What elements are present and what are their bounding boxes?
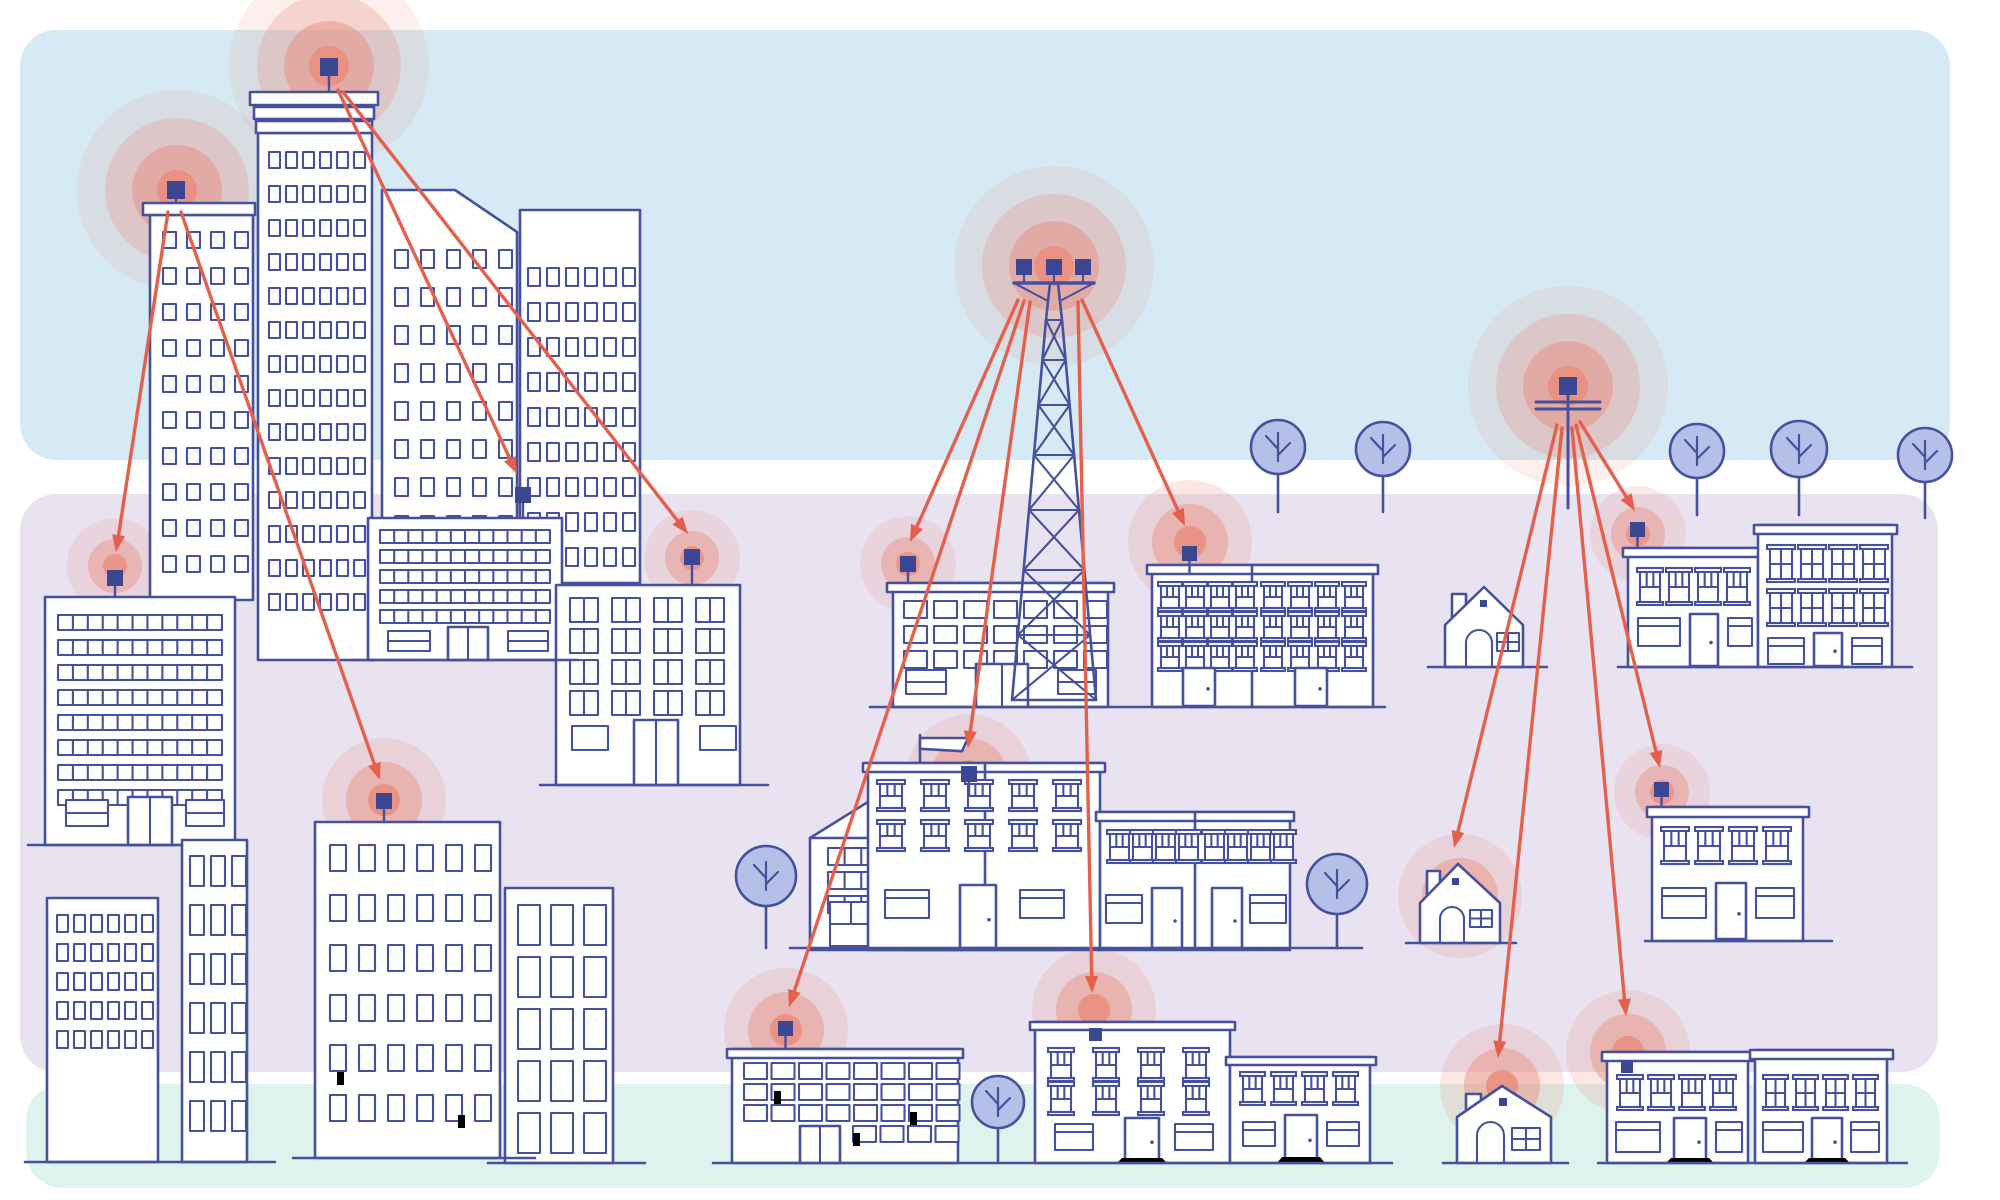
building-shops-bottom-b: [1748, 1048, 1895, 1165]
signal-arrow: [1574, 423, 1663, 768]
signal-arrow: [341, 90, 688, 534]
building-mid-office-strip: [366, 516, 564, 662]
building-flat-office-grid: [725, 1047, 965, 1165]
building-lowrise-block-b: [180, 838, 249, 1164]
signal-arrow: [179, 210, 381, 780]
signal-arrow: [112, 210, 170, 552]
signal-glow: [67, 518, 163, 614]
building-shops-topright-b: [1752, 523, 1899, 669]
building-left-office-strip: [43, 595, 237, 847]
tree: [1354, 420, 1412, 514]
building-house-right-top: [1443, 585, 1525, 669]
building-shops-topright-a: [1621, 546, 1765, 669]
antenna-mid-office-icon: [515, 487, 531, 520]
building-row-building-mid-right: [1094, 810, 1298, 952]
ground-lines: [23, 658, 1914, 1165]
antenna-corner-rowhouse-icon: [1089, 1028, 1102, 1041]
pole-antenna: [1534, 377, 1602, 510]
antenna-shop-two-story-icon: [1654, 782, 1669, 809]
building-row-building-mid-left: [861, 761, 1107, 952]
signal-arrow: [1578, 420, 1635, 511]
antenna-pair-office-icon: [684, 549, 700, 587]
building-rowhouse-bottom-3story: [1028, 1020, 1237, 1165]
tree: [1305, 852, 1369, 950]
signal-arrow: [910, 298, 1020, 542]
building-house-right-bottom: [1455, 1084, 1553, 1165]
antenna-cornice-office-icon: [900, 556, 916, 585]
signal-arrow: [1570, 426, 1631, 1016]
building-skyline-tower-b-slab: [248, 90, 380, 662]
building-rowhouse-bottom-2story: [1224, 1055, 1378, 1165]
signal-arrow: [336, 88, 517, 474]
tree: [1896, 426, 1954, 520]
antenna-shop-topright-icon: [1630, 522, 1645, 550]
tree: [734, 844, 798, 950]
tree: [1249, 418, 1307, 514]
building-midrise-block-d: [503, 886, 615, 1165]
building-house-right-mid: [1418, 862, 1502, 945]
antenna-rowhouse-center-icon: [1182, 546, 1197, 576]
building-office-cornice-strip7: [885, 581, 1116, 709]
antenna-flat-office-icon: [778, 1021, 793, 1051]
building-office-pair-windows: [554, 583, 742, 787]
building-skyline-tower-c: [380, 188, 519, 562]
tree: [1769, 419, 1829, 517]
antenna-skyscraper-icon: [320, 58, 338, 94]
building-lowrise-block-a: [45, 896, 160, 1164]
signal-arrow: [1493, 426, 1564, 1058]
antenna-midrise-c-icon: [376, 793, 392, 824]
signal-arrows: [112, 88, 1663, 1058]
signal-arrow: [1451, 423, 1559, 848]
tree: [1668, 422, 1726, 517]
signal-arrow: [1076, 300, 1099, 993]
signal-arrow: [963, 300, 1032, 748]
antenna-school-icon: [961, 766, 977, 797]
building-shop-two-story: [1645, 805, 1811, 943]
signal-arrow: [788, 299, 1026, 1007]
building-skyline-tower-a: [148, 213, 255, 602]
antenna-topleft-roof-icon: [141, 181, 257, 217]
building-rowhouse-tall-center: [1145, 563, 1380, 709]
tree: [970, 1074, 1026, 1165]
antenna-corner-shop-icon: [1621, 1061, 1633, 1073]
building-midrise-block-c: [313, 820, 502, 1160]
antenna-left-office-icon: [107, 570, 123, 599]
radio-tower: [1010, 259, 1098, 702]
signal-arrow: [1080, 298, 1185, 526]
